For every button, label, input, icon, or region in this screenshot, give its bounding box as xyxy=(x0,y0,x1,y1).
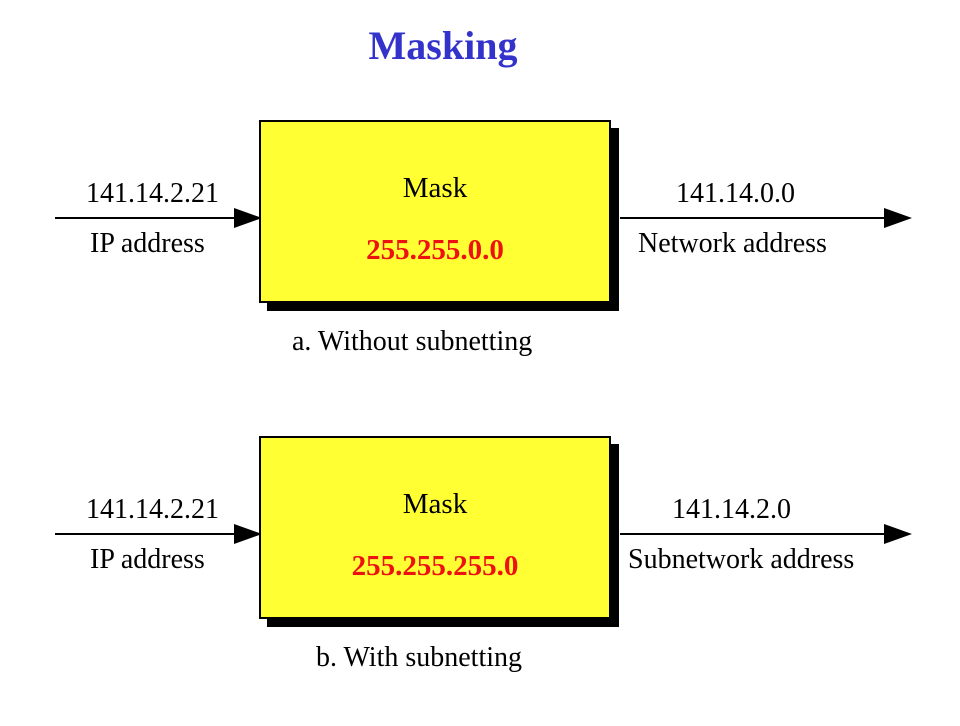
input-arrow-line xyxy=(55,533,235,535)
output-address-value: 141.14.0.0 xyxy=(676,178,795,209)
panel-caption: a. Without subnetting xyxy=(292,326,533,357)
output-arrow-head xyxy=(884,524,912,544)
input-arrow-head xyxy=(234,524,262,544)
output-address-label: Network address xyxy=(638,228,827,259)
mask-value: 255.255.0.0 xyxy=(366,234,504,266)
mask-label: Mask xyxy=(402,488,468,520)
input-arrow-line xyxy=(55,217,235,219)
output-arrow-head xyxy=(884,208,912,228)
input-arrow-head xyxy=(234,208,262,228)
output-address-value: 141.14.2.0 xyxy=(672,494,791,525)
output-arrow-line xyxy=(620,533,886,535)
panel-with-subnetting: 141.14.2.21 IP address Mask 255.255.255.… xyxy=(0,426,960,726)
output-address-label: Subnetwork address xyxy=(628,544,855,575)
panel-without-subnetting: 141.14.2.21 IP address Mask 255.255.0.0 … xyxy=(0,110,960,410)
input-ip-label: IP address xyxy=(90,228,205,259)
mask-box: Mask 255.255.0.0 xyxy=(259,120,611,303)
page-title: Masking xyxy=(368,23,518,68)
mask-value: 255.255.255.0 xyxy=(351,550,519,582)
mask-label: Mask xyxy=(402,172,468,204)
mask-box: Mask 255.255.255.0 xyxy=(259,436,611,619)
panel-caption: b. With subnetting xyxy=(316,642,523,673)
input-ip-label: IP address xyxy=(90,544,205,575)
input-ip-value: 141.14.2.21 xyxy=(86,494,219,525)
input-ip-value: 141.14.2.21 xyxy=(86,178,219,209)
output-arrow-line xyxy=(620,217,886,219)
